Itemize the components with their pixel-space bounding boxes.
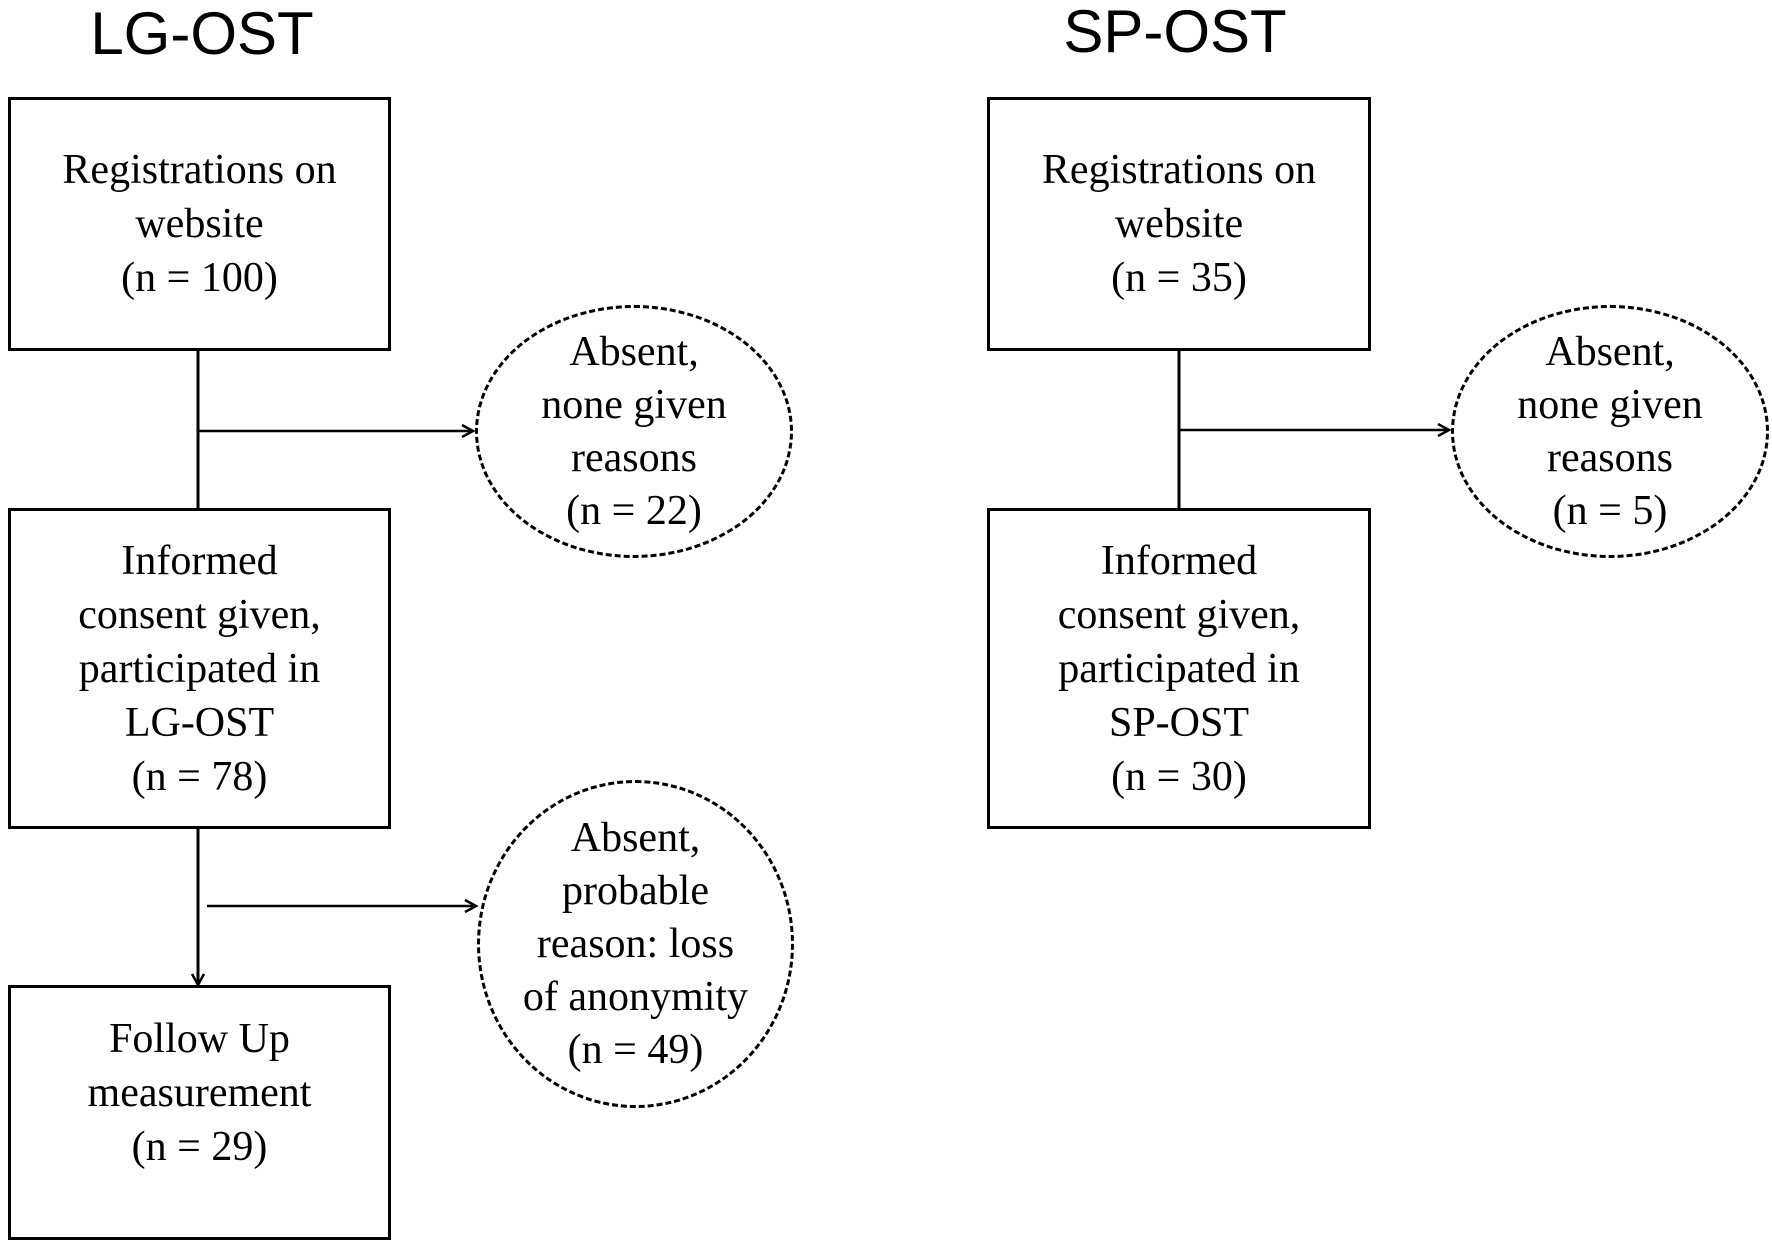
node-line: participated in — [1058, 645, 1300, 692]
node-line: (n = 49) — [567, 1026, 704, 1073]
node-line: (n = 5) — [1552, 487, 1668, 534]
node-line: consent given, — [1057, 591, 1301, 638]
node-line: reasons — [1547, 434, 1673, 481]
node-line: reason: loss — [536, 920, 735, 967]
node-line: probable — [562, 867, 709, 914]
lg-registrations-box: Registrations on website (n = 100) — [8, 97, 391, 351]
node-line: Absent, — [1545, 328, 1675, 375]
sp-absent-none-given-oval: Absent, none given reasons (n = 5) — [1451, 305, 1769, 558]
node-line: (n = 30) — [1111, 753, 1247, 800]
lg-absent-loss-of-anonymity-oval: Absent, probable reason: loss of anonymi… — [477, 780, 794, 1108]
lg-ost-heading: LG-OST — [90, 0, 314, 67]
node-line: website — [1114, 201, 1244, 247]
node-line: reasons — [571, 434, 697, 481]
sp-ost-heading: SP-OST — [1063, 0, 1287, 65]
node-line: Informed — [121, 537, 278, 584]
lg-follow-up-box: Follow Up measurement (n = 29) — [8, 985, 391, 1240]
lg-absent-none-given-oval: Absent, none given reasons (n = 22) — [475, 305, 793, 558]
node-line: (n = 22) — [566, 487, 702, 534]
node-line: website — [135, 201, 264, 247]
lg-informed-consent-box: Informed consent given, participated in … — [8, 508, 391, 829]
node-line: none given — [541, 381, 727, 428]
sp-registrations-box: Registrations on website (n = 35) — [987, 97, 1371, 351]
node-line: measurement — [87, 1070, 312, 1116]
node-line: (n = 29) — [131, 1124, 268, 1170]
node-line: Absent, — [570, 814, 701, 861]
node-line: none given — [1517, 381, 1703, 428]
node-line: consent given, — [78, 591, 321, 638]
node-line: (n = 100) — [121, 255, 278, 301]
node-line: Registrations on — [1041, 147, 1317, 193]
node-line: of anonymity — [522, 973, 749, 1020]
node-line: Follow Up — [109, 1016, 290, 1062]
node-line: SP-OST — [1108, 699, 1250, 746]
node-line: participated in — [78, 645, 321, 692]
node-line: (n = 78) — [131, 753, 268, 800]
node-line: (n = 35) — [1111, 255, 1247, 301]
node-line: Registrations on — [62, 147, 337, 193]
sp-informed-consent-box: Informed consent given, participated in … — [987, 508, 1371, 829]
node-line: Informed — [1100, 537, 1258, 584]
node-line: LG-OST — [124, 699, 275, 746]
node-line: Absent, — [569, 328, 699, 375]
